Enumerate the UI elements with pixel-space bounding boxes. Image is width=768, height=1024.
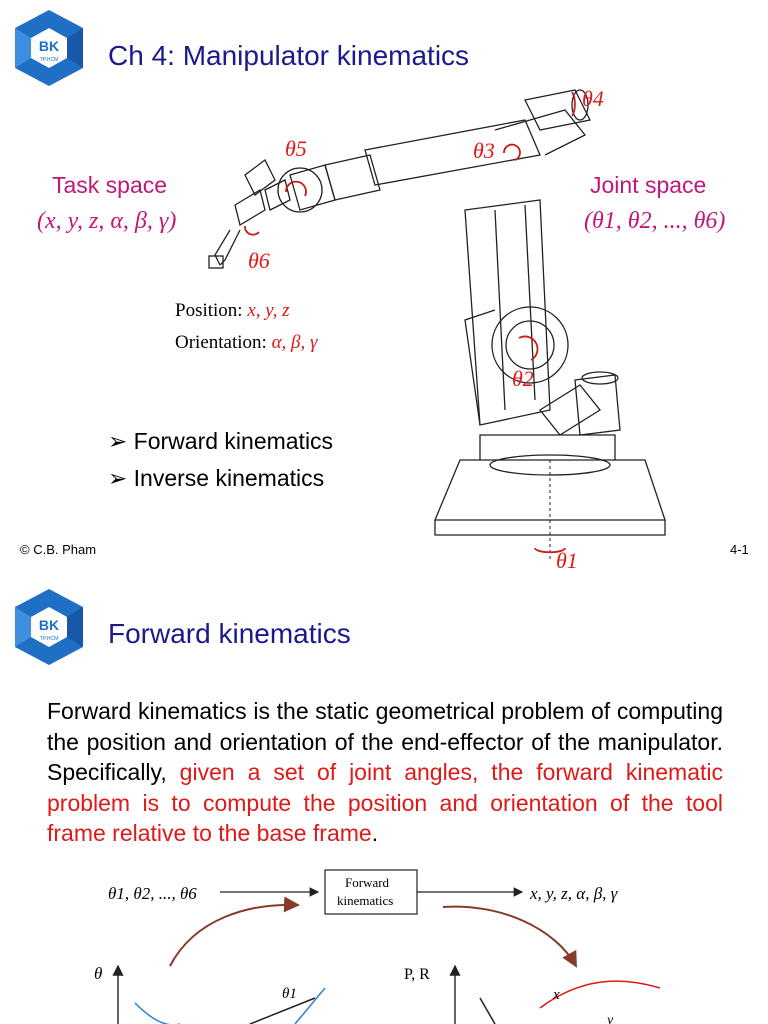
arrow-bullet-icon: ➢: [108, 465, 134, 491]
paragraph-highlight: given a set of joint angles, the forward…: [47, 759, 723, 846]
joint-label-theta2: θ2: [512, 366, 534, 391]
paragraph-end: .: [371, 820, 379, 846]
bk-logo-icon: BK TP.HCM: [15, 10, 83, 86]
bk-logo-icon: BK TP.HCM: [15, 589, 83, 665]
slide-1: BK TP.HCM Ch 4: Manipulator kinematics: [15, 10, 749, 573]
logo-subtext: TP.HCM: [40, 636, 59, 642]
joint-space-label: Joint space: [590, 172, 707, 198]
bullet-text: Forward kinematics: [133, 428, 334, 454]
robot-arm-illustration: [208, 89, 666, 560]
logo-text: BK: [39, 617, 59, 633]
paragraph-text: Forward kinematics is the static geometr…: [47, 698, 723, 785]
joint-space-vars: (θ1, θ2, ..., θ6): [584, 208, 726, 234]
joint2-rotation-arrow: [518, 335, 539, 361]
orientation-vars: α, β, γ: [271, 332, 318, 353]
joint-label-theta3: θ3: [473, 138, 495, 163]
box-line-1: Forward: [345, 875, 390, 890]
joint-label-theta6: θ6: [248, 248, 270, 273]
forward-kinematics-box: [324, 869, 418, 915]
right-axis-label: P, R: [404, 966, 430, 983]
bullet-text: Inverse kinematics: [133, 465, 325, 491]
orientation-label: Orientation:: [175, 332, 267, 353]
forward-kinematics-diagram: Forward kinematics θ1, θ2, ..., θ6 x, y,…: [94, 869, 661, 1024]
definition-paragraph: Forward kinematics is the static geometr…: [47, 696, 723, 849]
position-vars: x, y, z: [247, 300, 290, 321]
logo-subtext: TP.HCM: [40, 57, 59, 63]
page-title: Forward kinematics: [108, 618, 351, 649]
logo-text: BK: [39, 38, 59, 54]
right-curve-x-label: x: [552, 987, 560, 1003]
output-vars: x, y, z, α, β, γ: [529, 884, 619, 903]
task-space-vars: (x, y, z, α, β, γ): [37, 208, 177, 234]
input-vars: θ1, θ2, ..., θ6: [108, 884, 197, 903]
position-label: Position:: [175, 300, 243, 321]
footer-page-number: 4-1: [730, 542, 749, 557]
page-title: Ch 4: Manipulator kinematics: [108, 40, 470, 71]
orientation-row: Orientation: α, β, γ: [175, 332, 318, 354]
footer-copyright: © C.B. Pham: [20, 542, 97, 557]
joint-label-theta1: θ1: [556, 548, 578, 573]
bullet-inverse-kinematics: ➢ Inverse kinematics: [108, 465, 324, 492]
left-axis-label: θ: [94, 964, 102, 983]
arrow-bullet-icon: ➢: [108, 428, 134, 454]
left-curve-label: θ1: [282, 986, 297, 1002]
task-space-label: Task space: [52, 172, 168, 198]
joint-label-theta5: θ5: [285, 136, 307, 161]
joint-label-theta4: θ4: [582, 86, 604, 111]
box-line-2: kinematics: [337, 893, 393, 908]
right-curve-y-label: y: [605, 1013, 614, 1024]
position-row: Position: x, y, z: [175, 300, 290, 322]
slide-2: BK TP.HCM Forward kinematics Forward kin…: [0, 578, 768, 1024]
bullet-forward-kinematics: ➢ Forward kinematics: [108, 428, 333, 455]
